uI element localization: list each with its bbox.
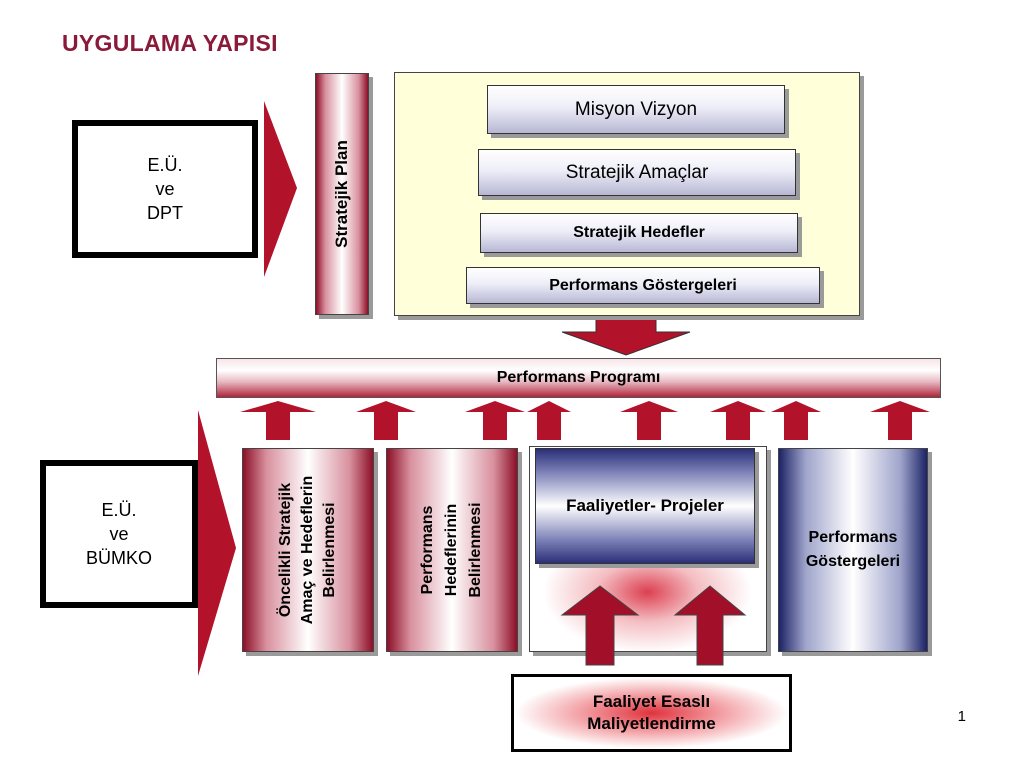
up-arrow-icon	[771, 401, 821, 440]
actor-line: BÜMKO	[85, 548, 152, 568]
plan-item-strategic-goals: Stratejik Amaçlar	[478, 149, 796, 196]
activity-based-costing-box: Faaliyet Esaslı Maliyetlendirme	[511, 674, 792, 752]
up-arrow-icon	[620, 401, 678, 440]
plan-item-performance-indicators: Performans Göstergeleri	[466, 267, 820, 304]
actor-box-dpt: E.Ü. ve DPT	[72, 120, 258, 258]
up-arrow-icon	[465, 401, 525, 440]
actor-line: E.Ü.	[101, 500, 137, 520]
actor-line: DPT	[147, 203, 183, 223]
column-performance-targets: Performans Hedeflerinin Belirlenmesi	[386, 448, 518, 652]
actor-line: ve	[155, 179, 175, 199]
column-line: Göstergeleri	[805, 553, 901, 570]
column-line: Performans	[808, 529, 898, 546]
strategic-plan-bar: Stratejik Plan	[315, 73, 369, 315]
activities-projects-box: Faaliyetler- Projeler	[535, 448, 755, 564]
up-arrow-icon	[240, 401, 316, 440]
plan-item-strategic-targets: Stratejik Hedefler	[480, 213, 798, 253]
chevron-arrow-bottom-icon	[198, 410, 236, 676]
page-title: UYGULAMA YAPISI	[62, 30, 278, 56]
column-performance-indicators: Performans Göstergeleri	[778, 448, 928, 652]
page-number: 1	[957, 708, 966, 725]
up-arrow-icon	[870, 401, 930, 440]
up-arrow-icon	[356, 401, 416, 440]
actor-line: ve	[109, 524, 129, 544]
actor-box-bumko: E.Ü. ve BÜMKO	[40, 460, 198, 608]
up-arrow-icon	[673, 585, 747, 666]
chevron-arrow-top-icon	[264, 101, 297, 277]
up-arrow-icon	[527, 401, 571, 440]
down-arrow-icon	[561, 315, 691, 356]
up-arrow-icon	[710, 401, 766, 440]
plan-item-mission-vision: Misyon Vizyon	[487, 85, 785, 134]
costing-line: Faaliyet Esaslı	[592, 692, 711, 711]
column-priority-goals: Öncelikli Stratejik Amaç ve Hedeflerin B…	[242, 448, 374, 652]
actor-line: E.Ü.	[147, 155, 183, 175]
costing-line: Maliyetlendirme	[587, 714, 716, 733]
up-arrow-icon	[560, 585, 640, 666]
performance-program-bar: Performans Programı	[216, 358, 941, 398]
up-arrows-group	[240, 401, 930, 440]
